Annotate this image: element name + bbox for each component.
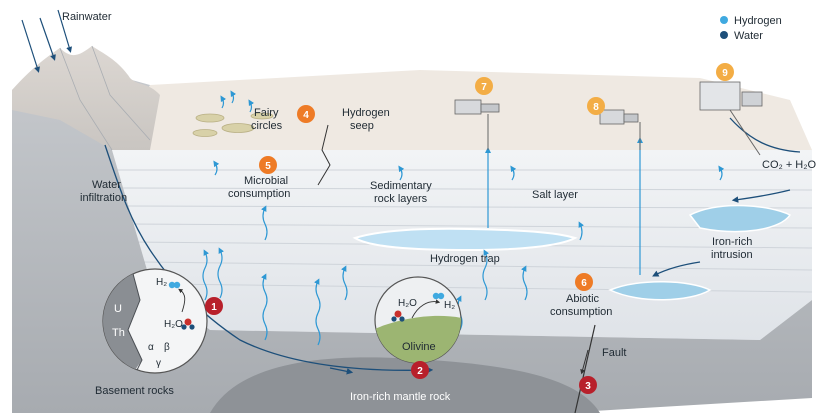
hydrogen-trap xyxy=(352,227,578,252)
inset-h2o-label: H₂O xyxy=(164,319,183,330)
badge-6: 6 xyxy=(575,273,593,291)
inset-beta-label: β xyxy=(164,342,170,353)
fairy-circles-label-2: circles xyxy=(251,120,283,132)
sedimentary-label-2: rock layers xyxy=(374,193,428,205)
mantle-rock-label: Iron-rich mantle rock xyxy=(350,391,451,403)
rain-arrows xyxy=(21,9,73,73)
svg-text:6: 6 xyxy=(581,278,587,289)
svg-text:3: 3 xyxy=(585,381,591,392)
water-infiltration-label-1: Water xyxy=(92,179,121,191)
fairy-circles xyxy=(192,112,274,137)
abiotic-pool xyxy=(608,281,712,301)
water-infiltration-label-2: infiltration xyxy=(80,192,127,204)
svg-text:7: 7 xyxy=(481,82,487,93)
badge-9: 9 xyxy=(716,63,734,81)
fault-label: Fault xyxy=(602,347,626,359)
svg-text:2: 2 xyxy=(417,366,423,377)
inset-alpha-label: α xyxy=(148,342,154,353)
microbial-label-2: consumption xyxy=(228,188,290,200)
legend-water-label: Water xyxy=(734,30,763,42)
facility-7 xyxy=(454,99,500,150)
iron-intrusion-label-1: Iron-rich xyxy=(712,236,752,248)
inset-gamma-label: γ xyxy=(156,358,161,369)
svg-text:5: 5 xyxy=(265,161,271,172)
mantle-dome xyxy=(210,357,600,413)
badge-2: 2 xyxy=(411,361,429,379)
badge-1: 1 xyxy=(205,297,223,315)
microbial-label-1: Microbial xyxy=(244,175,288,187)
svg-text:9: 9 xyxy=(722,68,728,79)
facility-8 xyxy=(599,109,641,150)
inset-th-label: Th xyxy=(112,327,125,339)
hydrogen-seep-crack xyxy=(317,124,331,186)
basement-rocks-label: Basement rocks xyxy=(95,385,174,397)
serp-h2o-label: H₂O xyxy=(398,298,417,309)
hydrogen-seep-label-1: Hydrogen xyxy=(342,107,390,119)
legend-hydrogen-dot xyxy=(720,16,728,24)
iron-intrusion-label-2: intrusion xyxy=(711,249,753,261)
badge-7: 7 xyxy=(475,77,493,95)
badge-3: 3 xyxy=(579,376,597,394)
iron-intrusion-body xyxy=(688,204,792,233)
serp-h2-label: H₂ xyxy=(444,300,455,311)
inset-u-label: U xyxy=(114,303,122,315)
mountains xyxy=(12,46,160,150)
hydrogen-arrows xyxy=(202,90,725,346)
inset-h2-label: H₂ xyxy=(156,277,167,288)
badge-8: 8 xyxy=(587,97,605,115)
olivine-label: Olivine xyxy=(402,341,436,353)
rainwater-label: Rainwater xyxy=(62,11,112,23)
hydrogen-trap-label: Hydrogen trap xyxy=(430,253,500,265)
badge-4: 4 xyxy=(297,105,315,123)
serpentinization-inset: H₂O H₂ Olivine xyxy=(374,276,462,364)
hydrogen-seep-label-2: seep xyxy=(350,120,374,132)
legend-hydrogen-label: Hydrogen xyxy=(734,15,782,27)
svg-text:4: 4 xyxy=(303,110,309,121)
co2-h2o-label: CO₂ + H₂O xyxy=(762,159,817,171)
svg-text:8: 8 xyxy=(593,102,599,113)
abiotic-label-2: consumption xyxy=(550,306,612,318)
salt-layer-label: Salt layer xyxy=(532,189,578,201)
facility-9 xyxy=(699,81,763,156)
legend: Hydrogen Water xyxy=(720,15,782,42)
abiotic-label-1: Abiotic xyxy=(566,293,600,305)
sedimentary-label-1: Sedimentary xyxy=(370,180,432,192)
water-arrows-right xyxy=(652,117,801,277)
badge-5: 5 xyxy=(259,156,277,174)
legend-water-dot xyxy=(720,31,728,39)
fairy-circles-label-1: Fairy xyxy=(254,107,279,119)
svg-text:1: 1 xyxy=(211,302,217,313)
